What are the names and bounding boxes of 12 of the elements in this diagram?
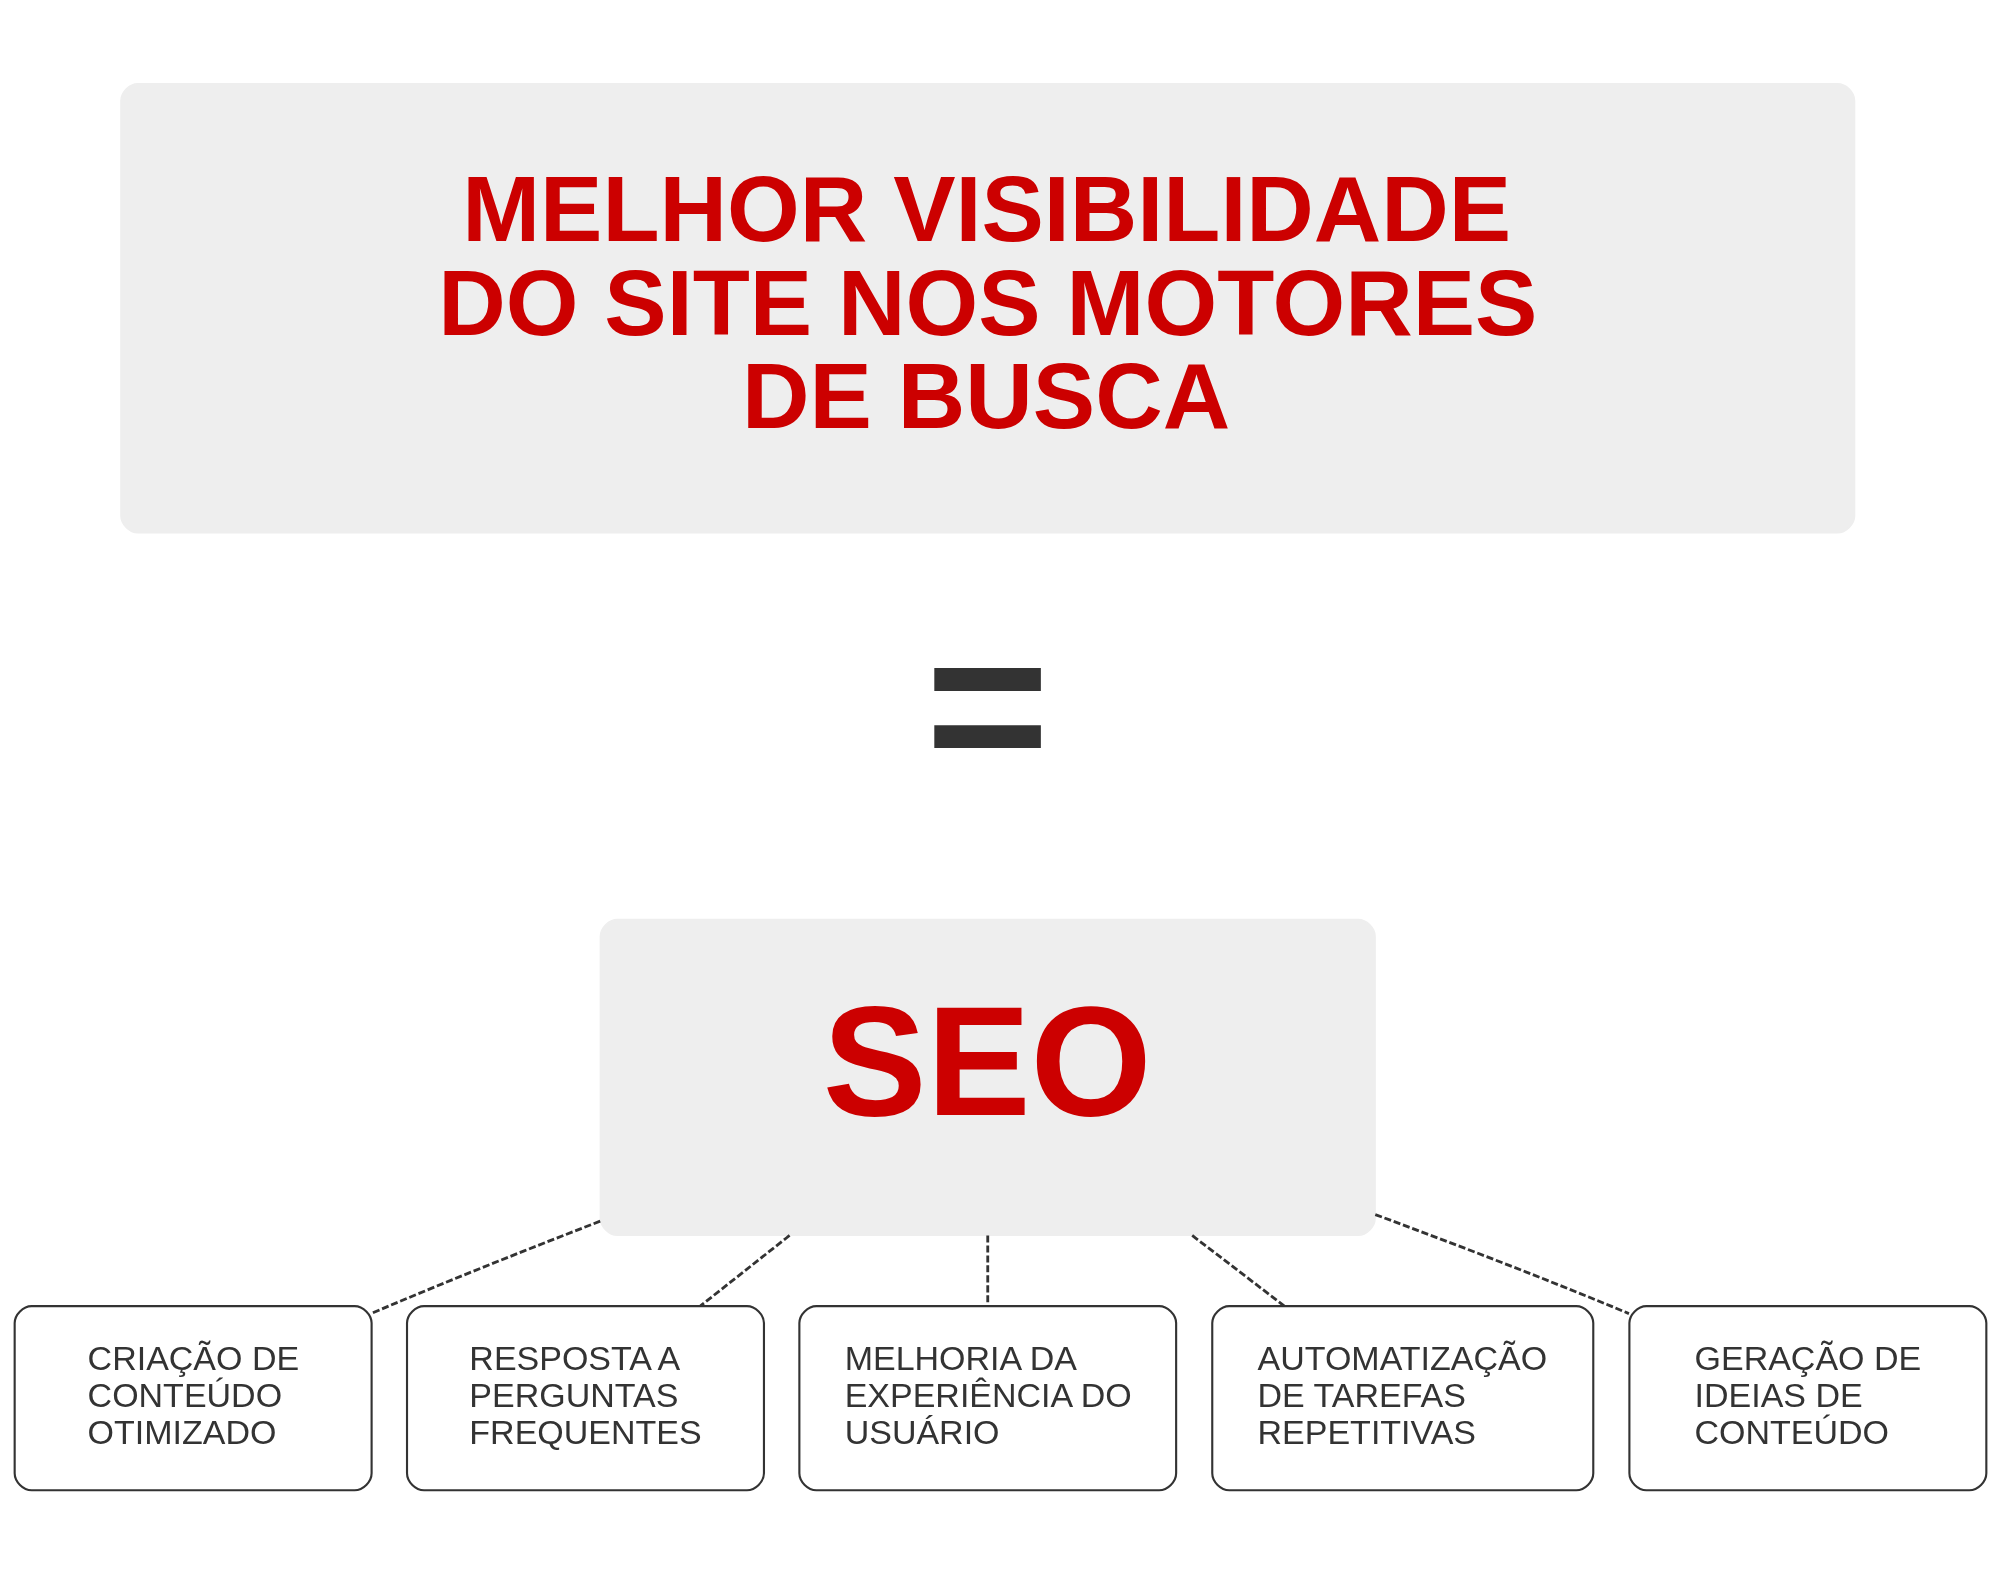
connector — [1374, 1212, 1629, 1315]
node-box: GERAÇÃO DE IDEIAS DE CONTEÚDO — [1627, 1304, 1987, 1491]
node-box: MELHORIA DA EXPERIÊNCIA DO USUÁRIO — [797, 1304, 1177, 1491]
connector — [1190, 1233, 1285, 1307]
connector — [985, 1234, 989, 1306]
connector — [370, 1219, 601, 1315]
node-box: SEO — [599, 918, 1376, 1236]
node-box: AUTOMATIZAÇÃO DE TAREFAS REPETITIVAS — [1210, 1304, 1594, 1491]
node-box: RESPOSTA A PERGUNTAS FREQUENTES — [405, 1304, 765, 1491]
connector — [699, 1233, 790, 1307]
label: = — [924, 585, 1050, 823]
node-box: CRIAÇÃO DE CONTEÚDO OTIMIZADO — [13, 1304, 373, 1491]
